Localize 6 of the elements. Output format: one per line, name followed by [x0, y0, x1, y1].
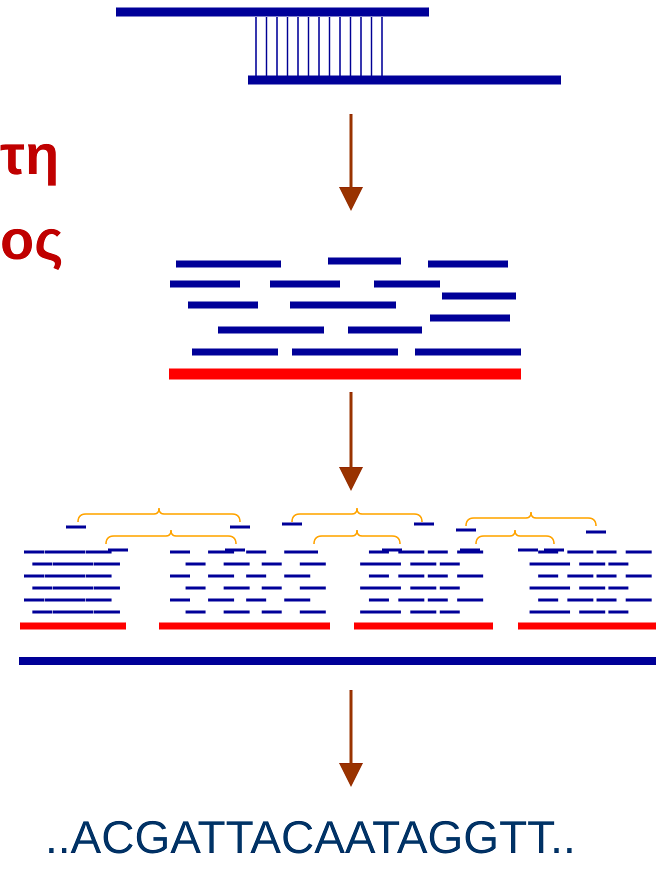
- arrow: [339, 690, 363, 787]
- heading-fragment: τη: [0, 125, 60, 185]
- arrow: [339, 392, 363, 491]
- heading-fragment: ος: [0, 210, 64, 270]
- arrow: [339, 114, 363, 211]
- sequence-text: ..ACGATTACAATAGGTT..: [45, 810, 576, 864]
